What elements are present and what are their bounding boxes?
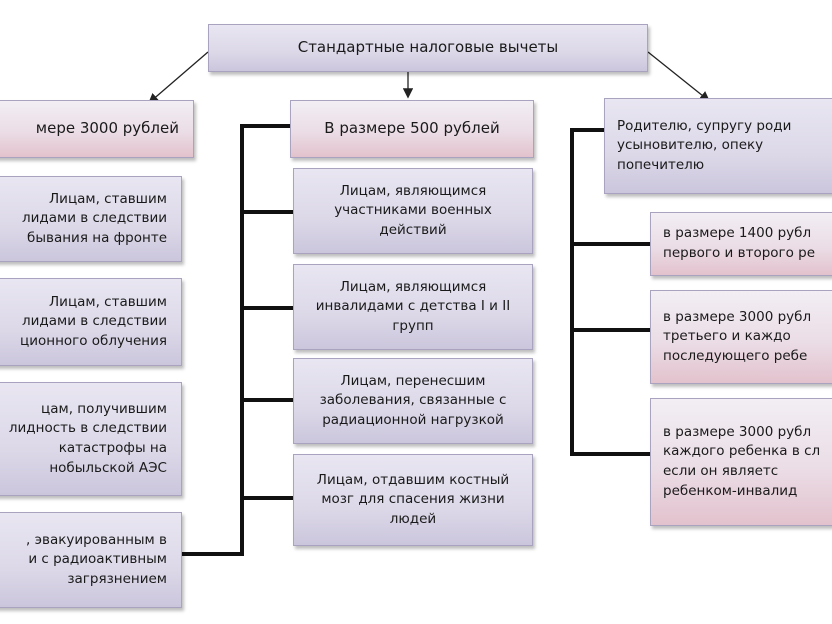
left-header-label: мере 3000 рублей: [35, 119, 179, 138]
left-item-box-1: Лицам, ставшим лидами в следствии бывани…: [0, 176, 182, 262]
arrow-to-right: [647, 51, 711, 102]
middle-item-text-1: Лицам, являющимся участниками военных де…: [334, 182, 492, 238]
root-title: Стандартные налоговые вычеты: [297, 38, 559, 57]
right-item-text-3: в размере 3000 рубл каждого ребенка в сл…: [663, 423, 821, 499]
left-header-box: мере 3000 рублей: [0, 100, 194, 158]
middle-item-box-3: Лицам, перенесшим заболевания, связанные…: [293, 358, 533, 444]
middle-item-text-3: Лицам, перенесшим заболевания, связанные…: [319, 372, 507, 428]
left-item-text-3: цам, получившим лидность в следствии кат…: [8, 400, 167, 476]
middle-header-label: В размере 500 рублей: [324, 119, 500, 138]
right-item-text-2: в размере 3000 рубл третьего и каждо пос…: [663, 308, 812, 364]
left-item-text-4: , эвакуированным в и с радиоактивным заг…: [26, 531, 167, 587]
middle-item-box-4: Лицам, отдавшим костный мозг для спасени…: [293, 454, 533, 546]
left-item-box-3: цам, получившим лидность в следствии кат…: [0, 382, 182, 496]
left-item-box-4: , эвакуированным в и с радиоактивным заг…: [0, 512, 182, 608]
left-item-text-2: Лицам, ставшим лидами в следствии ционно…: [20, 293, 167, 349]
right-header-label: Родителю, супругу роди усыновителю, опек…: [617, 117, 792, 173]
middle-bracket: [180, 124, 293, 556]
right-item-box-2: в размере 3000 рубл третьего и каждо пос…: [650, 290, 832, 384]
right-item-box-1: в размере 1400 рубл первого и второго ре: [650, 212, 832, 276]
middle-header-box: В размере 500 рублей: [290, 100, 534, 158]
right-item-box-3: в размере 3000 рубл каждого ребенка в сл…: [650, 398, 832, 526]
middle-item-box-1: Лицам, являющимся участниками военных де…: [293, 168, 533, 254]
left-item-box-2: Лицам, ставшим лидами в следствии ционно…: [0, 278, 182, 366]
middle-item-box-2: Лицам, являющимся инвалидами с детства I…: [293, 264, 533, 350]
middle-item-text-4: Лицам, отдавшим костный мозг для спасени…: [316, 471, 510, 527]
right-bracket: [570, 128, 650, 456]
arrow-to-left: [148, 51, 209, 104]
root-box: Стандартные налоговые вычеты: [208, 24, 648, 72]
middle-item-text-2: Лицам, являющимся инвалидами с детства I…: [315, 278, 511, 334]
right-item-text-1: в размере 1400 рубл первого и второго ре: [663, 225, 816, 261]
left-item-text-1: Лицам, ставшим лидами в следствии бывани…: [22, 190, 167, 246]
right-header-box: Родителю, супругу роди усыновителю, опек…: [604, 98, 832, 194]
